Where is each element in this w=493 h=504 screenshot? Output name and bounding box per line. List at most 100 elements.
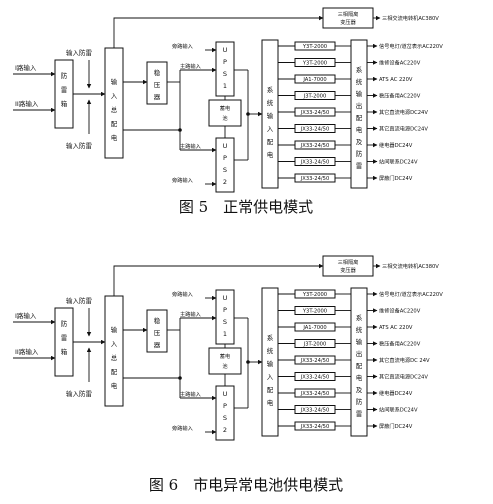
breaker-label: Y3T-2000 xyxy=(302,309,327,315)
surge-box-label-char: 防 xyxy=(61,71,68,80)
breaker-label: JX33-24/50 xyxy=(300,391,330,397)
sys-in-dist-label-char: 统 xyxy=(267,346,274,355)
load-label: ATS AC 220V xyxy=(379,77,413,83)
load-label: 稳压备用AC220V xyxy=(379,92,421,100)
surge-box-label-char: 防 xyxy=(61,319,68,328)
surge-box-label-char: 箱 xyxy=(61,99,68,108)
ups1-label-char: 1 xyxy=(223,330,227,338)
sys-out-dist-label-char: 及 xyxy=(356,386,363,394)
stabilizer-label-char: 器 xyxy=(154,93,161,101)
main-dist-label-char: 配 xyxy=(111,120,118,128)
ups2-label-char: 2 xyxy=(223,426,227,434)
main-in-bottom-label: 主路输入 xyxy=(180,390,201,398)
ups2-label-char: P xyxy=(223,402,227,410)
transformer-label: 三相隔离 xyxy=(338,10,359,18)
surge-protection-box xyxy=(54,307,74,377)
diagram-battery-mode: 三相隔离变压器三相交流电转机AC380VI路输入II路输入防雷箱输入防雷输入防雷… xyxy=(13,255,443,494)
load-label: 屏蔽门DC24V xyxy=(379,174,413,182)
main-dist-label-char: 总 xyxy=(111,105,118,114)
battery-box xyxy=(208,347,242,375)
sys-out-dist-label-char: 雷 xyxy=(356,162,363,170)
ups2-label-char: P xyxy=(223,154,227,162)
battery-label: 蓄电 xyxy=(220,352,230,360)
sys-out-dist-label-char: 统 xyxy=(356,325,363,334)
main-dist-label-char: 电 xyxy=(111,381,118,390)
main-dist-label-char: 输 xyxy=(111,325,118,334)
ups2-label-char: U xyxy=(223,142,228,150)
breaker-label: JX33-24/50 xyxy=(300,408,330,414)
main-dist-label-char: 输 xyxy=(111,77,118,86)
sys-in-dist-label-char: 配 xyxy=(267,138,274,146)
sys-out-dist-label-char: 系 xyxy=(356,65,363,74)
breaker-label: JA1-7000 xyxy=(302,77,326,83)
figure-caption: 图 5 正常供电模式 xyxy=(179,198,313,216)
breaker-label: JX33-24/50 xyxy=(300,143,330,149)
main-dist-label-char: 总 xyxy=(111,353,118,362)
main-in-top-label: 主路输入 xyxy=(180,310,201,318)
main-dist-label-char: 配 xyxy=(111,368,118,376)
breaker-label: J3T-2000 xyxy=(303,342,327,348)
bypass-bottom-label: 旁路输入 xyxy=(172,424,193,432)
breaker-label: JX33-24/50 xyxy=(300,375,330,381)
load-label: 站间联系DC24V xyxy=(379,158,418,166)
sys-out-dist-label-char: 输 xyxy=(356,337,363,346)
load-label: 维修设备AC220V xyxy=(379,307,421,315)
breaker-label: Y3T-2000 xyxy=(302,292,327,298)
load-label: 站间联系DC24V xyxy=(379,406,418,414)
breaker-label: Y3T-2000 xyxy=(302,61,327,67)
breaker-label: JX33-24/50 xyxy=(300,127,330,133)
sys-out-dist-label-char: 系 xyxy=(356,313,363,322)
ups1-label-char: P xyxy=(223,306,227,314)
system-input-distribution-box xyxy=(261,287,279,437)
stabilizer-label-char: 稳 xyxy=(154,68,161,77)
transformer-output-label: 三相交流电转机AC380V xyxy=(382,14,439,22)
junction-dot xyxy=(246,360,250,364)
ups1-label-char: S xyxy=(223,318,227,326)
sys-out-dist-label-char: 输 xyxy=(356,89,363,98)
surge-box-label-char: 箱 xyxy=(61,347,68,356)
ups2-label-char: S xyxy=(223,414,227,422)
sys-in-dist-label-char: 入 xyxy=(267,125,274,133)
sys-out-dist-label-char: 出 xyxy=(356,101,363,110)
bypass-bottom-label: 旁路输入 xyxy=(172,176,193,184)
breaker-label: JX33-24/50 xyxy=(300,358,330,364)
main-dist-label-char: 入 xyxy=(111,340,118,348)
transformer-output-label: 三相交流电转机AC380V xyxy=(382,262,439,270)
sys-out-dist-label-char: 防 xyxy=(356,397,363,406)
sys-out-dist-label-char: 配 xyxy=(356,362,363,370)
breaker-label: JX33-24/50 xyxy=(300,176,330,182)
sys-in-dist-label-char: 输 xyxy=(267,359,274,368)
sys-out-dist-label-char: 及 xyxy=(356,138,363,146)
ups1-label-char: U xyxy=(223,46,228,54)
load-label: ATS AC 220V xyxy=(379,325,413,331)
input-line-2-label: II路输入 xyxy=(15,347,39,356)
main-dist-label-char: 入 xyxy=(111,92,118,100)
breaker-label: JX33-24/50 xyxy=(300,424,330,430)
main-dist-label-char: 电 xyxy=(111,133,118,142)
system-input-distribution-box xyxy=(261,39,279,189)
breaker-label: J3T-2000 xyxy=(303,94,327,100)
ups1-label-char: P xyxy=(223,58,227,66)
diagram-normal-mode: 三相隔离变压器三相交流电转机AC380VI路输入II路输入防雷箱输入防雷输入防雷… xyxy=(13,7,443,216)
sys-in-dist-label-char: 输 xyxy=(267,111,274,120)
sys-out-dist-label-char: 防 xyxy=(356,149,363,158)
load-label: 继电器DC24V xyxy=(379,141,413,149)
sys-in-dist-label-char: 系 xyxy=(267,85,274,94)
load-label: 其它直流电源DC 24V xyxy=(379,356,430,364)
sys-out-dist-label-char: 电 xyxy=(356,125,363,134)
transformer-label: 变压器 xyxy=(340,266,356,274)
sys-in-dist-label-char: 电 xyxy=(267,150,274,159)
stabilizer-label-char: 器 xyxy=(154,341,161,349)
sys-in-dist-label-char: 电 xyxy=(267,398,274,407)
sys-out-dist-label-char: 雷 xyxy=(356,410,363,418)
system-output-distribution-box xyxy=(350,39,368,189)
transformer-label: 变压器 xyxy=(340,18,356,26)
junction-dot xyxy=(246,112,250,116)
bypass-top-label: 旁路输入 xyxy=(172,290,193,298)
system-output-distribution-box xyxy=(350,287,368,437)
ups1-label-char: U xyxy=(223,294,228,302)
transformer-label: 三相隔离 xyxy=(338,258,359,266)
sys-in-dist-label-char: 统 xyxy=(267,98,274,107)
surge-box-label-char: 雷 xyxy=(61,86,68,94)
